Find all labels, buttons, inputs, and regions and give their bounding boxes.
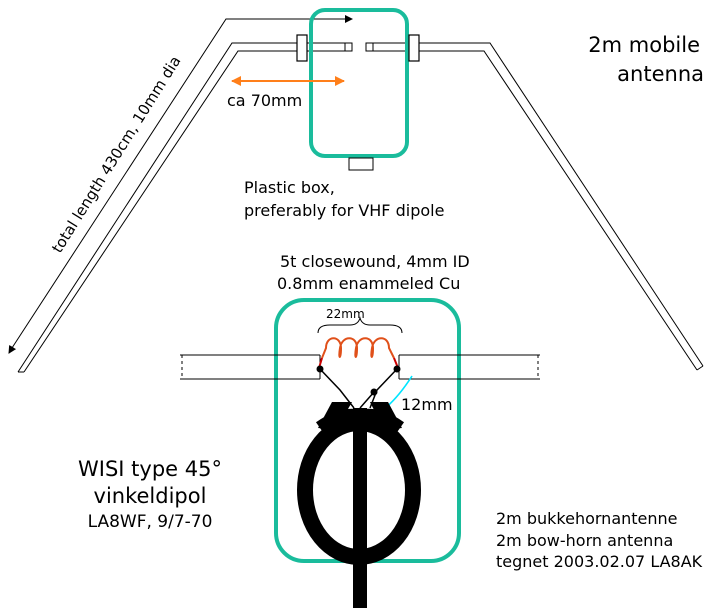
- bow-horn-element: [297, 402, 421, 608]
- plastic-box-label-line2: preferably for VHF dipole: [244, 201, 444, 220]
- title-line2: antenna: [617, 62, 704, 86]
- credit-line1: 2m bukkehornantenne: [496, 509, 678, 528]
- gap-width-label: ca 70mm: [227, 91, 302, 110]
- coil-spec-line1: 5t closewound, 4mm ID: [280, 252, 470, 271]
- coil-length-brace: [317, 316, 403, 334]
- junction-dot-right: [393, 365, 401, 373]
- junction-dot-center: [370, 388, 378, 396]
- coil-length-label: 22mm: [326, 307, 365, 321]
- wisi-line1: WISI type 45°: [78, 457, 222, 481]
- dipole-rod-right: [398, 354, 540, 380]
- plastic-box-top: [309, 8, 409, 158]
- title-line1: 2m mobile: [588, 33, 700, 57]
- junction-dot-left: [316, 365, 324, 373]
- wisi-line3: LA8WF, 9/7-70: [88, 512, 213, 532]
- gap-12mm-label: 12mm: [401, 395, 453, 414]
- feed-wire-cross: [359, 391, 375, 409]
- total-length-label: total length 430cm, 10mm dia: [48, 53, 184, 256]
- loading-coil: [321, 337, 395, 359]
- clamp-left: [296, 34, 308, 62]
- credit-line3: tegnet 2003.02.07 LA8AK: [496, 552, 703, 571]
- length-arrow-left: [8, 344, 17, 354]
- dipole-rod-left: [180, 354, 321, 380]
- plastic-box-label-line1: Plastic box,: [244, 178, 335, 197]
- wisi-line2: vinkeldipol: [94, 484, 207, 508]
- credit-line2: 2m bow-horn antenna: [496, 531, 673, 550]
- box-connector: [348, 157, 374, 171]
- clamp-right: [408, 34, 420, 62]
- rod-end-left: [344, 42, 353, 52]
- coil-spec-line2: 0.8mm enammeled Cu: [277, 274, 460, 293]
- rod-end-right: [365, 42, 374, 52]
